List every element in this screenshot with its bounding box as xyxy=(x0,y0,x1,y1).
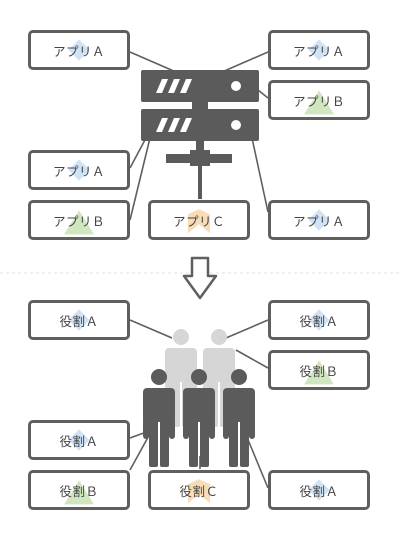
app-box: アプリＡ xyxy=(28,150,130,190)
connector-line xyxy=(129,137,151,221)
connector-line xyxy=(129,51,177,73)
role-label: 役割Ａ xyxy=(299,484,339,499)
role-label: 役割Ａ xyxy=(299,314,339,329)
role-box: 役割Ａ xyxy=(28,300,130,340)
connector-line xyxy=(257,89,269,99)
chevron-icon xyxy=(188,479,210,504)
chevron-icon xyxy=(188,209,210,234)
down-arrow-icon xyxy=(182,256,218,300)
people-group-icon xyxy=(143,329,255,467)
connector-line xyxy=(235,349,269,369)
triangle-icon xyxy=(304,360,334,385)
app-label: アプリＢ xyxy=(52,214,105,229)
connector-line xyxy=(129,137,147,169)
role-box: 役割Ｂ xyxy=(28,470,130,510)
role-label: 役割Ｂ xyxy=(299,364,339,379)
app-box: アプリＢ xyxy=(268,80,370,120)
role-box: 役割Ａ xyxy=(268,300,370,340)
role-label: 役割Ａ xyxy=(59,314,99,329)
server-rack-icon xyxy=(141,70,259,141)
app-box: アプリＡ xyxy=(268,200,370,240)
role-label: 役割Ｃ xyxy=(179,484,219,499)
role-box: 役割Ａ xyxy=(28,420,130,460)
network-connector-icon xyxy=(166,141,232,199)
triangle-icon xyxy=(64,480,94,505)
triangle-icon xyxy=(304,90,334,115)
connector-line xyxy=(129,319,173,339)
role-box: 役割Ｂ xyxy=(268,350,370,390)
connector-line xyxy=(221,51,269,73)
app-box: アプリＢ xyxy=(28,200,130,240)
app-box: アプリＡ xyxy=(268,30,370,70)
role-label: 役割Ｂ xyxy=(59,484,99,499)
app-label: アプリＡ xyxy=(52,164,105,179)
role-label: 役割Ａ xyxy=(59,434,99,449)
connector-line xyxy=(225,319,269,339)
connector-line xyxy=(251,137,269,213)
app-label: アプリＡ xyxy=(292,214,345,229)
app-box: アプリＡ xyxy=(28,30,130,70)
app-label: アプリＡ xyxy=(292,44,345,59)
triangle-icon xyxy=(64,210,94,235)
app-label: アプリＢ xyxy=(292,94,345,109)
app-box: アプリＣ xyxy=(148,200,250,240)
app-label: アプリＡ xyxy=(52,44,105,59)
app-label: アプリＣ xyxy=(172,214,225,229)
role-box: 役割Ｃ xyxy=(148,470,250,510)
role-box: 役割Ａ xyxy=(268,470,370,510)
